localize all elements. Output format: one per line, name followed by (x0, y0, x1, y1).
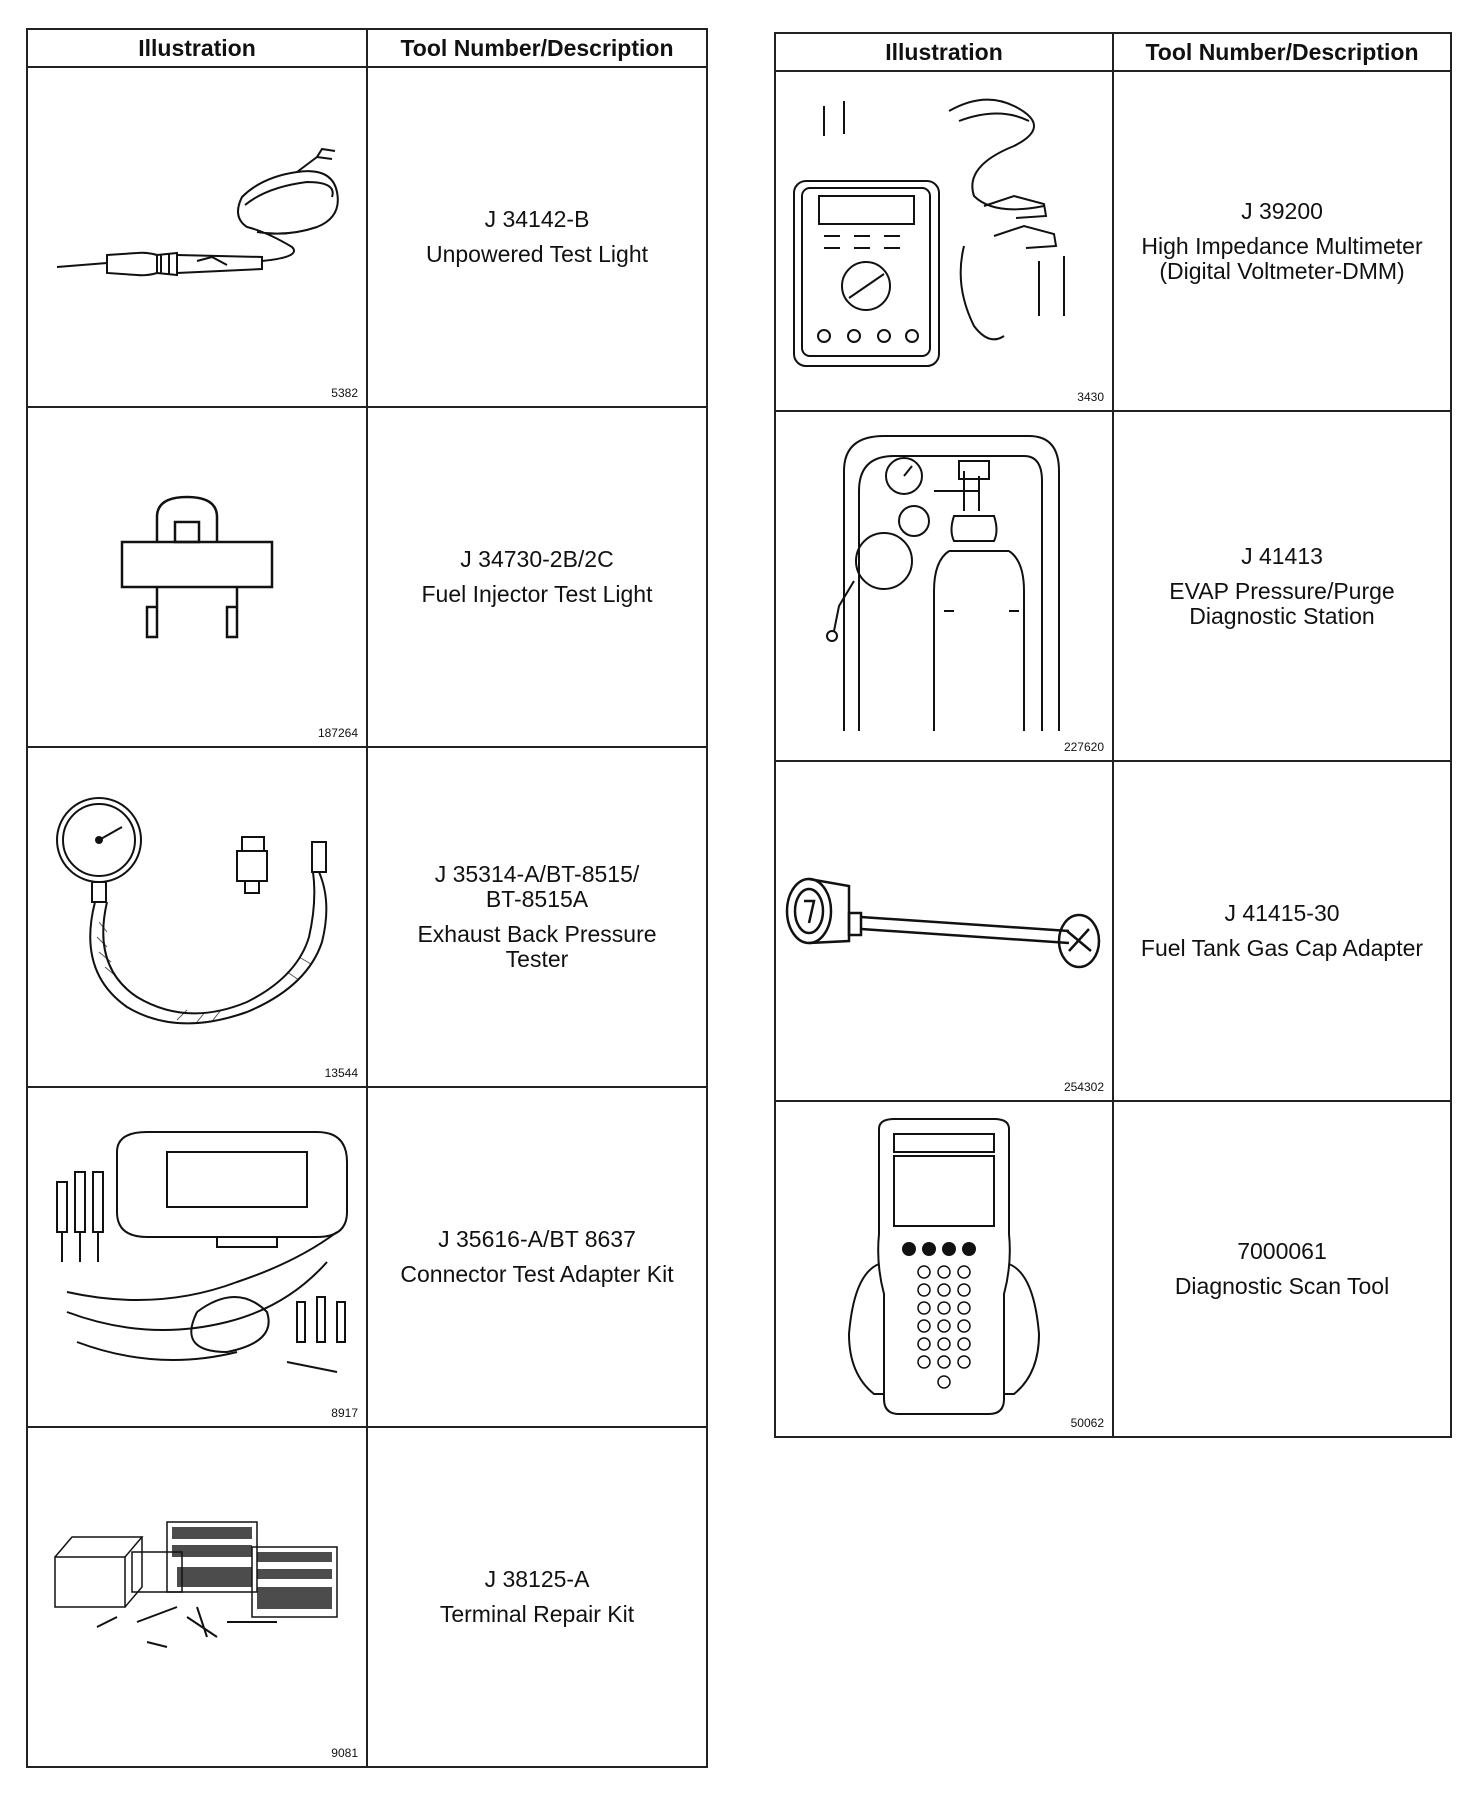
figure-number: 5382 (331, 386, 358, 400)
figure-number: 227620 (1063, 740, 1104, 754)
table-header-row: Illustration Tool Number/Description (774, 32, 1452, 72)
tool-description-cell: J 34142-B Unpowered Test Light (366, 66, 708, 408)
tool-number: 7000061 (1237, 1238, 1327, 1264)
tool-description: Unpowered Test Light (425, 241, 649, 267)
tool-number: J 35616-A/BT 8637 (438, 1226, 636, 1252)
figure-number: 3430 (1077, 390, 1104, 404)
tool-description: Fuel Injector Test Light (421, 581, 653, 607)
header-tool-description: Tool Number/Description (366, 28, 708, 68)
table-row: 50062 7000061 Diagnostic Scan Tool (774, 1100, 1452, 1438)
figure-number: 50062 (1070, 1416, 1104, 1430)
figure-number: 187264 (317, 726, 358, 740)
figure-number: 8917 (331, 1406, 358, 1420)
tool-description-cell: J 35314-A/BT-8515/ BT-8515A Exhaust Back… (366, 746, 708, 1088)
illustration-cell: 254302 (774, 760, 1114, 1102)
header-tool-description: Tool Number/Description (1112, 32, 1452, 72)
tool-description: High Impedance Multimeter (Digital Voltm… (1141, 232, 1423, 284)
tool-description-cell: J 39200 High Impedance Multimeter (Digit… (1112, 70, 1452, 412)
tool-description: Terminal Repair Kit (439, 1601, 635, 1627)
tool-description: Diagnostic Scan Tool (1174, 1273, 1390, 1299)
illustration-cell: 187264 (26, 406, 368, 748)
table-header-row: Illustration Tool Number/Description (26, 28, 708, 68)
adapter-kit-case-icon (56, 1131, 348, 1373)
table-row: 13544 J 35314-A/BT-8515/ BT-8515A Exhaus… (26, 746, 708, 1088)
tool-number: J 39200 (1241, 197, 1323, 224)
tool-number: J 35314-A/BT-8515/ BT-8515A (434, 861, 640, 912)
injector-test-light-icon (120, 495, 274, 639)
scan-tool-icon (847, 1118, 1041, 1415)
tool-description-cell: J 41413 EVAP Pressure/Purge Diagnostic S… (1112, 410, 1452, 762)
tool-number: J 38125-A (484, 1566, 590, 1592)
left-tool-table: Illustration Tool Number/Description (26, 28, 708, 1768)
tool-description-cell: J 34730-2B/2C Fuel Injector Test Light (366, 406, 708, 748)
test-light-probe-icon (56, 147, 339, 277)
tool-number: J 41413 (1241, 542, 1323, 569)
tool-description-cell: J 41415-30 Fuel Tank Gas Cap Adapter (1112, 760, 1452, 1102)
tool-number: J 34730-2B/2C (460, 546, 614, 572)
figure-number: 9081 (331, 1746, 358, 1760)
illustration-cell: 9081 (26, 1426, 368, 1768)
gas-cap-adapter-icon (785, 877, 1101, 969)
table-row: 3430 J 39200 High Impedance Multimeter (… (774, 70, 1452, 412)
tool-description: Connector Test Adapter Kit (400, 1261, 674, 1287)
multimeter-icon (793, 98, 1065, 367)
illustration-cell: 8917 (26, 1086, 368, 1428)
tool-description: EVAP Pressure/Purge Diagnostic Station (1169, 577, 1395, 629)
table-row: 254302 J 41415-30 Fuel Tank Gas Cap Adap… (774, 760, 1452, 1102)
figure-number: 13544 (324, 1066, 358, 1080)
table-row: 227620 J 41413 EVAP Pressure/Purge Diagn… (774, 410, 1452, 762)
tool-description: Exhaust Back Pressure Tester (417, 921, 657, 972)
tool-number: J 34142-B (484, 206, 590, 232)
illustration-cell: 3430 (774, 70, 1114, 412)
header-illustration: Illustration (774, 32, 1114, 72)
tool-number: J 41415-30 (1224, 900, 1340, 926)
illustration-cell: 50062 (774, 1100, 1114, 1438)
tool-description-cell: J 35616-A/BT 8637 Connector Test Adapter… (366, 1086, 708, 1428)
illustration-cell: 13544 (26, 746, 368, 1088)
table-row: 9081 J 38125-A Terminal Repair Kit (26, 1426, 708, 1768)
table-row: 5382 J 34142-B Unpowered Test Light (26, 66, 708, 408)
evap-station-icon (826, 435, 1060, 731)
figure-number: 254302 (1063, 1080, 1104, 1094)
tool-description-cell: 7000061 Diagnostic Scan Tool (1112, 1100, 1452, 1438)
illustration-cell: 5382 (26, 66, 368, 408)
terminal-repair-kit-icon (54, 1521, 338, 1648)
header-illustration: Illustration (26, 28, 368, 68)
tool-description: Fuel Tank Gas Cap Adapter (1140, 935, 1424, 961)
tool-description-cell: J 38125-A Terminal Repair Kit (366, 1426, 708, 1768)
right-tool-table: Illustration Tool Number/Description (774, 32, 1452, 1438)
table-row: 8917 J 35616-A/BT 8637 Connector Test Ad… (26, 1086, 708, 1428)
pressure-gauge-hose-icon (56, 797, 328, 1025)
table-row: 187264 J 34730-2B/2C Fuel Injector Test … (26, 406, 708, 748)
illustration-cell: 227620 (774, 410, 1114, 762)
